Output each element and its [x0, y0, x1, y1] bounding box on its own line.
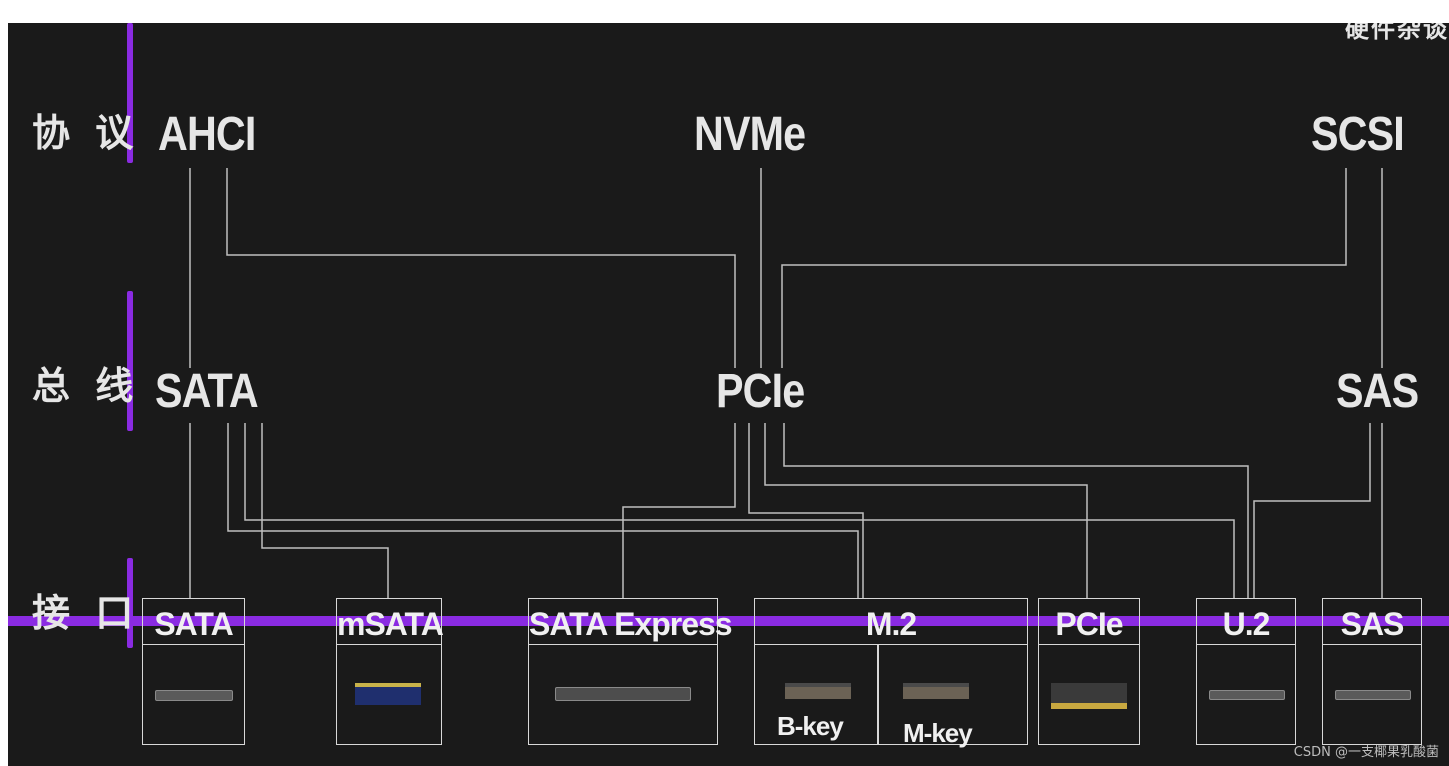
watermark: CSDN @一支椰果乳酸菌	[1293, 745, 1439, 760]
interface-accent-bar	[127, 558, 133, 648]
corner-title: 硬件杂谈	[1345, 23, 1449, 43]
line-pcie-pcie-if	[764, 423, 1088, 598]
interface-box-m2: M.2 B-key M-key	[754, 598, 1028, 748]
sas-connector-icon	[1335, 690, 1411, 700]
interface-box-sata-express: SATA Express	[528, 598, 733, 745]
protocol-scsi: SCSI	[1311, 108, 1405, 161]
bus-accent-bar	[127, 291, 133, 431]
bus-pcie: PCIe	[716, 365, 805, 418]
line-sata-u2	[244, 423, 1235, 598]
line-scsi-pcie	[781, 168, 1347, 368]
m2-divider	[877, 645, 879, 744]
b-key-connector-icon	[785, 683, 851, 699]
line-sas-u2	[1253, 423, 1371, 598]
pcie-slot-icon	[1051, 683, 1127, 709]
bus-sata: SATA	[155, 365, 259, 418]
interface-label-pcie: PCIe	[1055, 606, 1123, 642]
interface-box-msata: mSATA	[336, 598, 444, 745]
interface-box-sata: SATA	[142, 598, 245, 745]
line-sata-m2	[227, 423, 859, 598]
m-key-connector-icon	[903, 683, 969, 699]
interface-label-sata-express: SATA Express	[529, 606, 733, 642]
interface-accent-line	[8, 616, 1449, 626]
line-ahci-pcie	[226, 168, 736, 368]
protocol-nvme: NVMe	[694, 108, 806, 161]
protocol-ahci: AHCI	[158, 108, 256, 161]
line-pcie-u2	[783, 423, 1249, 598]
interface-label-sata: SATA	[154, 606, 233, 642]
m2-m-key-label: M-key	[903, 718, 973, 748]
interface-label-msata: mSATA	[337, 606, 444, 642]
line-pcie-m2	[748, 423, 864, 598]
line-sata-msata	[261, 423, 389, 598]
u2-connector-icon	[1209, 690, 1285, 700]
connection-lines	[189, 168, 1383, 598]
interface-box-sas: SAS	[1322, 598, 1422, 745]
sata-connector-icon	[155, 690, 233, 701]
msata-card-icon	[355, 683, 421, 705]
line-pcie-sata-express	[622, 423, 736, 598]
interface-label-sas: SAS	[1340, 606, 1405, 642]
m2-b-key-label: B-key	[777, 711, 844, 741]
interface-category-label: 接 口	[32, 591, 140, 635]
interface-box-u2: U.2	[1196, 598, 1296, 745]
protocol-accent-bar	[127, 23, 133, 163]
interface-box-pcie: PCIe	[1038, 598, 1140, 745]
protocol-category-label: 协 议	[32, 111, 140, 155]
diagram-canvas: 硬件杂谈	[8, 23, 1449, 766]
bus-category-label: 总 线	[32, 364, 140, 408]
interface-label-u2: U.2	[1222, 606, 1271, 642]
sata-express-connector-icon	[555, 687, 691, 701]
interface-label-m2: M.2	[865, 606, 917, 642]
bus-sas: SAS	[1336, 365, 1419, 418]
